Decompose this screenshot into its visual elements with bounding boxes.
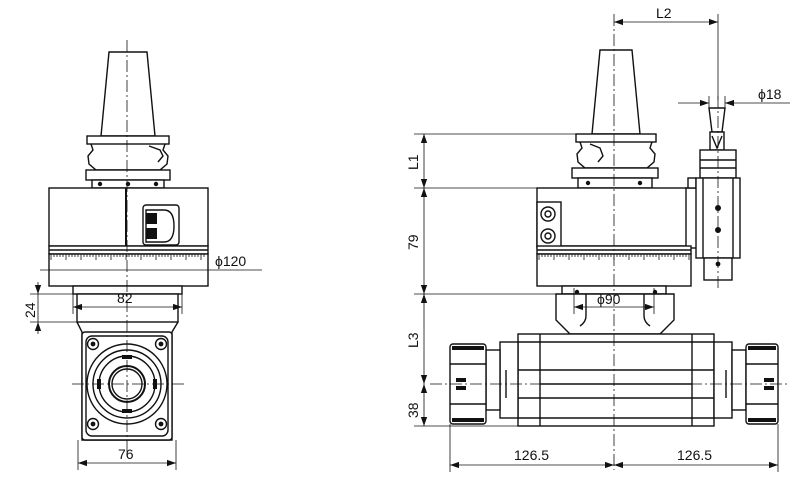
dim-dia-90: ϕ90 <box>573 288 655 314</box>
front-spindle-housing <box>76 293 179 441</box>
dim-dia-120: ϕ120 <box>40 253 262 278</box>
dim-l3-label: L3 <box>405 332 421 348</box>
dim-height-38-label: 38 <box>405 402 421 418</box>
side-taper-shank <box>591 49 641 135</box>
dim-dia-18: ϕ18 <box>678 86 790 110</box>
side-flange <box>571 133 659 189</box>
side-view: L2 ϕ18 L1 79 ϕ90 <box>405 5 790 472</box>
dim-l1-label: L1 <box>405 154 421 170</box>
side-horizontal-housing <box>485 333 747 427</box>
dim-height-24-label: 24 <box>22 302 38 318</box>
dim-width-82-label: 82 <box>117 290 133 306</box>
side-angle-spindle <box>695 96 741 290</box>
dim-width-76-label: 76 <box>118 446 134 462</box>
dim-width-82: 82 <box>72 290 183 314</box>
dim-height-79-label: 79 <box>405 234 421 250</box>
front-scale-ticks <box>50 254 205 260</box>
dim-half-lengths: 126.5 126.5 <box>449 424 779 472</box>
dim-l3: L3 <box>405 294 428 384</box>
front-taper-shank <box>100 51 156 137</box>
dim-l2: L2 <box>614 5 719 100</box>
dim-width-76: 76 <box>77 440 177 470</box>
dim-dia-120-label: ϕ120 <box>215 253 246 269</box>
dim-height-79: 79 <box>405 188 562 295</box>
side-scale-ticks <box>538 254 690 260</box>
front-view: ϕ120 82 24 76 <box>22 40 262 470</box>
dim-height-38: 38 <box>405 384 518 427</box>
dim-l1: L1 <box>405 133 592 189</box>
front-flange <box>85 135 171 189</box>
dim-dia-90-label: ϕ90 <box>597 291 621 307</box>
dim-half-length-right-label: 126.5 <box>677 447 712 463</box>
side-body <box>536 177 701 295</box>
dim-height-24: 24 <box>22 282 77 334</box>
dim-l2-label: L2 <box>656 5 672 21</box>
front-body <box>48 187 209 295</box>
dim-half-length-left-label: 126.5 <box>514 447 549 463</box>
dim-dia-18-label: ϕ18 <box>758 86 782 102</box>
